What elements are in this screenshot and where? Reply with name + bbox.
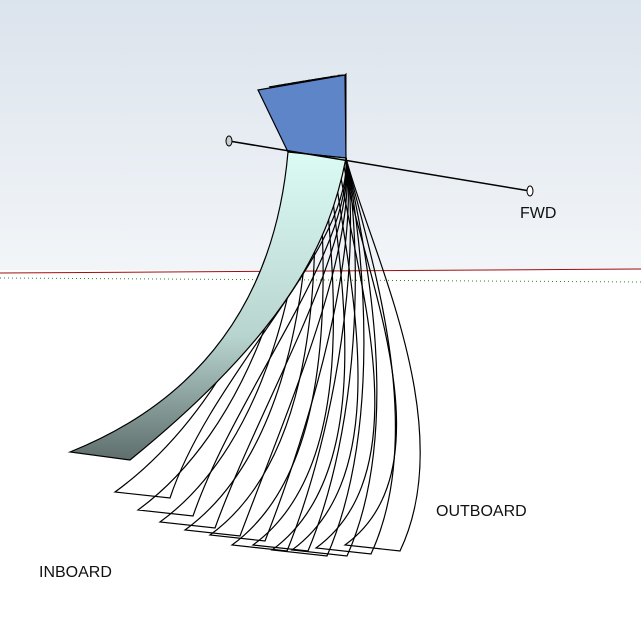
blade-outline [290, 153, 378, 557]
blade-outline [230, 153, 352, 552]
outboard-label: OUTBOARD [436, 503, 527, 520]
green-axis [0, 277, 641, 283]
red-axis [0, 268, 641, 274]
fwd-axis-line [228, 140, 531, 192]
axis-end-handle[interactable] [225, 135, 233, 147]
blade-outline [314, 153, 396, 555]
blade-outlines [113, 153, 421, 557]
fwd-label: FWD [520, 205, 557, 222]
inboard-label: INBOARD [39, 564, 112, 581]
axis-end-handle[interactable] [526, 185, 534, 197]
blade-outline [341, 153, 421, 552]
blade-outline [251, 153, 356, 552]
blade-top-face [257, 74, 347, 159]
blade-main-face [67, 151, 347, 461]
blade-outline [270, 153, 365, 557]
blade-outline [208, 153, 349, 542]
